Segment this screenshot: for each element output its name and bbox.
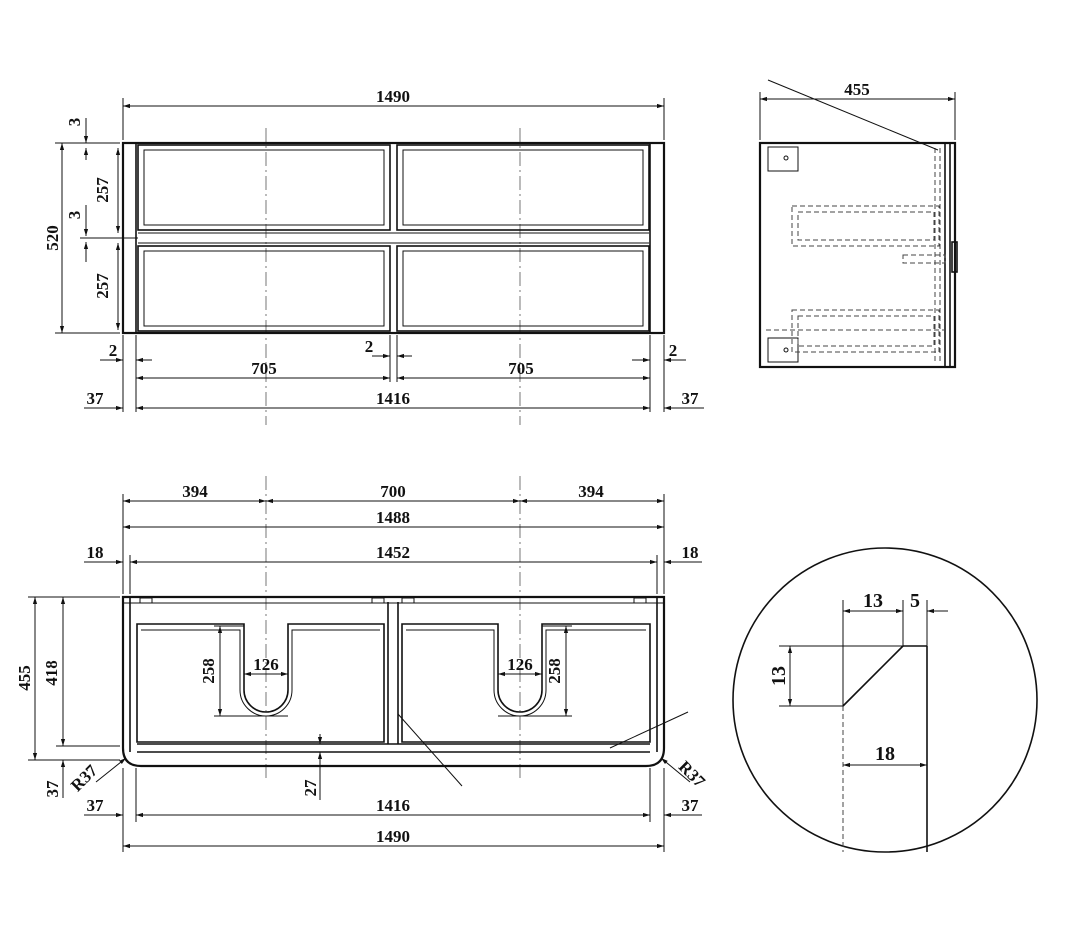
dim-top-cutout-width-left: 126 <box>253 655 279 674</box>
drawer-right-u-cutout <box>401 623 651 743</box>
dim-front-overall-width: 1490 <box>376 87 410 106</box>
dim-top-offset-right: 394 <box>578 482 604 501</box>
dim-top-side-left: 37 <box>87 796 105 815</box>
dim-front-mid-gap: 3 <box>65 211 84 220</box>
dim-detail-offset: 5 <box>910 590 920 612</box>
dim-top-cutout-width-right: 126 <box>507 655 533 674</box>
side-cabinet-outline <box>758 141 957 369</box>
drawer-bottom-right <box>396 245 650 332</box>
dim-front-drawer-right-width: 705 <box>508 359 534 378</box>
drawer-bottom-left <box>137 245 391 332</box>
dim-front-top-gap: 3 <box>65 118 84 127</box>
dim-front-drawer-left-width: 705 <box>251 359 277 378</box>
dim-top-inner-width: 1452 <box>376 543 410 562</box>
dim-front-gap-left: 2 <box>109 341 118 360</box>
dim-detail-chamfer-height: 13 <box>768 666 790 686</box>
side-handle <box>951 241 958 273</box>
detail-circle <box>732 547 1038 853</box>
top-cabinet-outline <box>121 595 666 768</box>
dim-front-side-right: 37 <box>682 389 700 408</box>
detail-view: 13 5 13 18 <box>732 547 1038 853</box>
dim-front-gap-centre: 2 <box>365 337 374 356</box>
dim-top-inner-depth: 418 <box>42 660 61 686</box>
dim-top-width-total: 1488 <box>376 508 410 527</box>
dim-top-centre-spacing: 700 <box>380 482 406 501</box>
dim-top-plinth-depth: 37 <box>43 780 62 798</box>
dim-top-back-panel: 27 <box>301 779 320 797</box>
top-view: 394 700 394 1488 18 1452 18 455 418 37 2… <box>15 476 709 852</box>
dim-top-inner-width-bottom: 1416 <box>376 796 410 815</box>
dim-top-cutout-depth-right: 258 <box>545 658 564 684</box>
dim-front-drawer-bottom: 257 <box>93 273 112 299</box>
dim-front-side-left: 37 <box>87 389 105 408</box>
dim-top-panel-left: 18 <box>87 543 104 562</box>
dim-top-panel-right: 18 <box>682 543 699 562</box>
hinge-plate-bottom <box>767 337 799 363</box>
dim-top-overall-width: 1490 <box>376 827 410 846</box>
drawer-left-u-cutout <box>136 623 385 743</box>
dim-front-gap-right: 2 <box>669 341 678 360</box>
front-cabinet-outline <box>121 141 666 335</box>
front-view: 1490 520 3 3 257 257 2 2 2 <box>43 87 704 425</box>
side-view: 455 <box>758 79 958 369</box>
dim-detail-panel-thickness: 18 <box>875 743 895 765</box>
dim-front-inner-width: 1416 <box>376 389 410 408</box>
hinge-plate-top <box>767 146 799 172</box>
dim-detail-chamfer-width: 13 <box>863 590 883 612</box>
dim-front-drawer-top: 257 <box>93 177 112 203</box>
drawer-top-right <box>396 144 650 231</box>
dim-top-radius-left: R37 <box>67 761 101 795</box>
drawer-top-left <box>137 144 391 231</box>
dim-front-height: 520 <box>43 225 62 251</box>
dim-side-depth: 455 <box>844 80 870 99</box>
dim-top-side-right: 37 <box>682 796 700 815</box>
dim-top-cutout-depth-left: 258 <box>199 658 218 684</box>
dim-top-offset-left: 394 <box>182 482 208 501</box>
dim-top-radius-right: R37 <box>675 757 709 791</box>
dim-top-overall-depth: 455 <box>15 665 34 691</box>
